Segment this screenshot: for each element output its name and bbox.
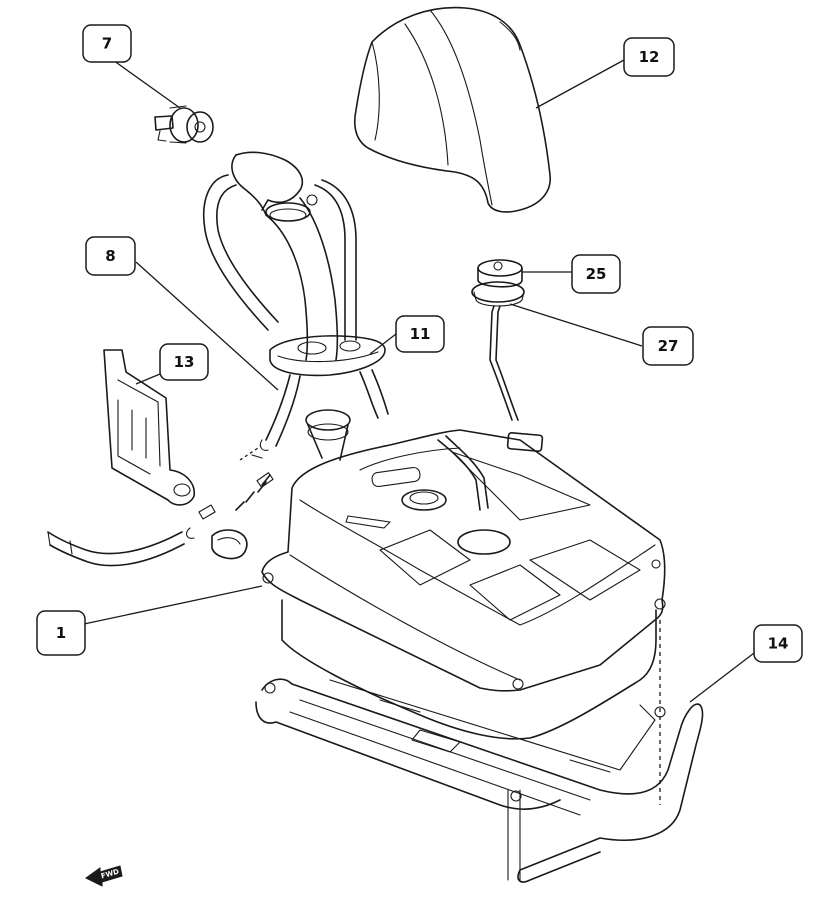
callout-14: 14 [753,624,803,663]
fuel-cap-part [154,105,214,144]
callout-12: 12 [623,37,675,77]
filler-grommet-part [269,335,386,377]
callout-11: 11 [395,315,445,353]
callout-13: 13 [159,343,209,381]
callout-label: 13 [174,353,195,371]
callout-label: 25 [586,265,607,283]
callout-8: 8 [85,236,136,276]
callout-label: 11 [410,325,431,343]
callout-label: 7 [102,35,112,53]
heat-shield-part [353,6,551,213]
fuel-tank-part [261,429,666,740]
fuel-gauge-sender-part [471,259,544,453]
callout-label: 27 [658,337,679,355]
callout-label: 14 [768,635,789,653]
leader-lines [83,57,759,703]
filler-neck-part [203,151,357,361]
vent-hose-part [47,531,185,567]
forward-arrow-icon: FWD [85,865,123,887]
callout-7: 7 [82,24,132,63]
hose-clamp-part [211,529,248,560]
callout-27: 27 [642,326,694,366]
tank-bracket-part [103,349,195,506]
fuel-hose-part [185,472,274,539]
alignment-lines [239,447,661,805]
callout-label: 1 [56,624,66,642]
breather-hoses-part [251,369,389,461]
callout-label: 8 [105,247,115,265]
callout-label: 12 [639,48,660,66]
callout-25: 25 [571,254,621,294]
callout-1: 1 [36,610,86,656]
tank-cradle-part [255,678,704,883]
